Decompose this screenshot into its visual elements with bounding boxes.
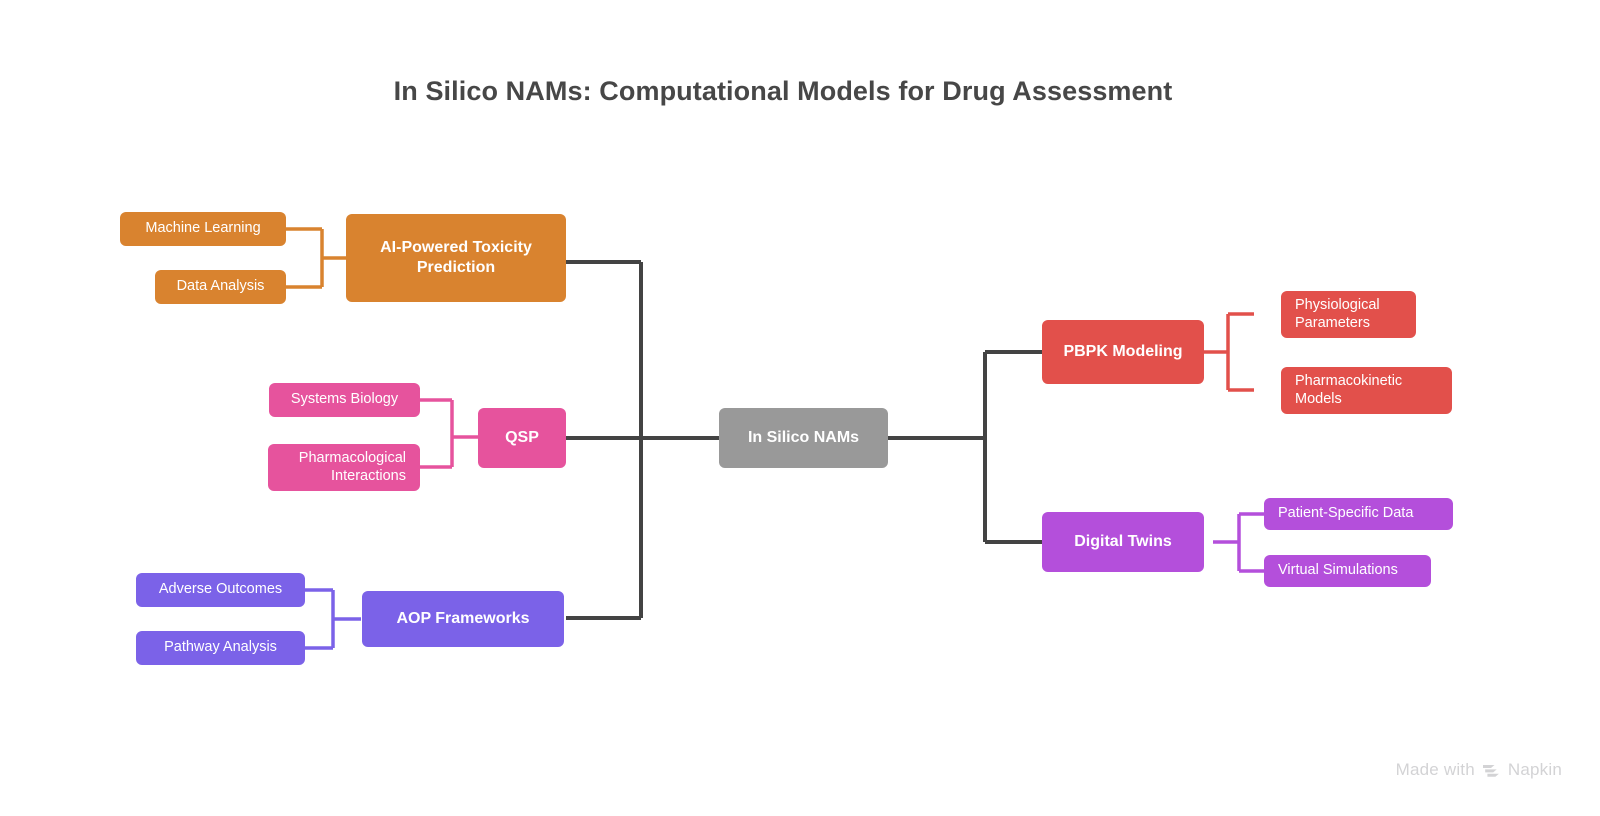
node-label: Systems Biology: [290, 391, 399, 408]
node-label: PBPK Modeling: [1063, 343, 1183, 361]
node-label: AOP Frameworks: [396, 610, 530, 628]
watermark-text: Made with: [1395, 760, 1475, 779]
node-label: Pathway Analysis: [164, 639, 277, 656]
node-pharmacological-interactions[interactable]: Pharmacological Interactions: [268, 444, 420, 491]
node-digital-twins[interactable]: Digital Twins: [1042, 512, 1204, 572]
node-label: Pharmacological Interactions: [298, 449, 406, 484]
node-label: Adverse Outcomes: [158, 581, 283, 598]
node-virtual-simulations[interactable]: Virtual Simulations: [1264, 555, 1431, 587]
page-title: In Silico NAMs: Computational Models for…: [393, 76, 1173, 106]
node-data-analysis[interactable]: Data Analysis: [155, 270, 286, 304]
node-pathway-analysis[interactable]: Pathway Analysis: [136, 631, 305, 665]
node-physiological-parameters[interactable]: Physiological Parameters: [1281, 291, 1416, 338]
node-in-silico-nams[interactable]: In Silico NAMs: [719, 408, 888, 468]
node-label: Digital Twins: [1074, 533, 1172, 551]
node-label: Pharmacokinetic Models: [1295, 372, 1403, 407]
node-label: AI-Powered Toxicity Prediction: [380, 239, 532, 276]
watermark-brand: Napkin: [1507, 760, 1562, 779]
node-label: QSP: [505, 429, 539, 447]
node-systems-biology[interactable]: Systems Biology: [269, 383, 420, 417]
node-adverse-outcomes[interactable]: Adverse Outcomes: [136, 573, 305, 607]
napkin-watermark: Made with Napkin: [1396, 760, 1562, 780]
node-label: Data Analysis: [176, 278, 265, 295]
napkin-chevrons-icon: [1482, 762, 1501, 779]
node-pbpk-modeling[interactable]: PBPK Modeling: [1042, 320, 1204, 384]
node-label: In Silico NAMs: [747, 429, 860, 447]
node-patient-specific-data[interactable]: Patient-Specific Data: [1264, 498, 1453, 530]
node-label: Machine Learning: [145, 220, 261, 237]
node-label: Physiological Parameters: [1295, 296, 1380, 331]
node-aop-frameworks[interactable]: AOP Frameworks: [362, 591, 564, 647]
node-ai-powered-toxicity-prediction[interactable]: AI-Powered Toxicity Prediction: [346, 214, 566, 302]
node-machine-learning[interactable]: Machine Learning: [120, 212, 286, 246]
node-label: Patient-Specific Data: [1278, 505, 1414, 522]
node-label: Virtual Simulations: [1278, 562, 1398, 579]
node-pharmacokinetic-models[interactable]: Pharmacokinetic Models: [1281, 367, 1452, 414]
node-qsp[interactable]: QSP: [478, 408, 566, 468]
